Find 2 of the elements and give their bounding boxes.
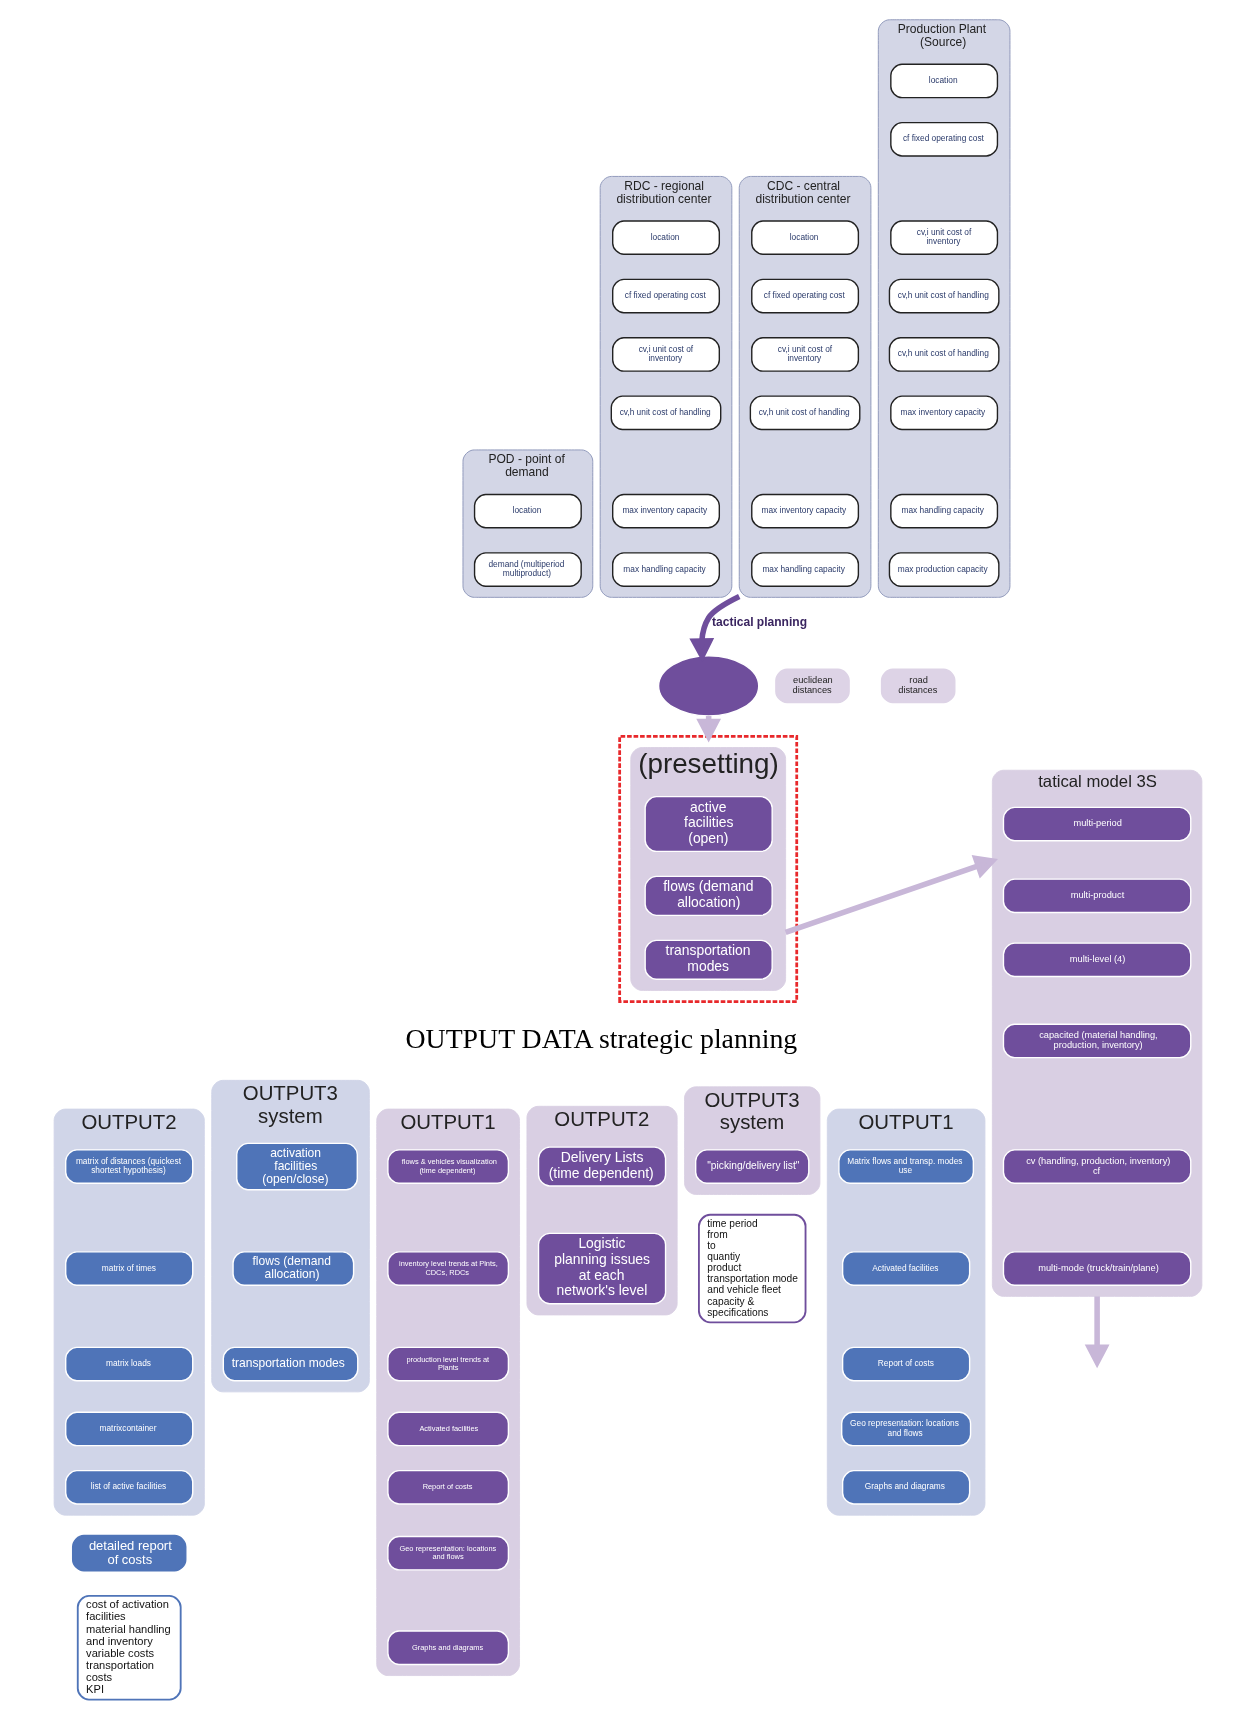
edge-label: tactical planning: [712, 615, 808, 630]
label: OUTPUT DATA strategic planning: [405, 1022, 798, 1054]
